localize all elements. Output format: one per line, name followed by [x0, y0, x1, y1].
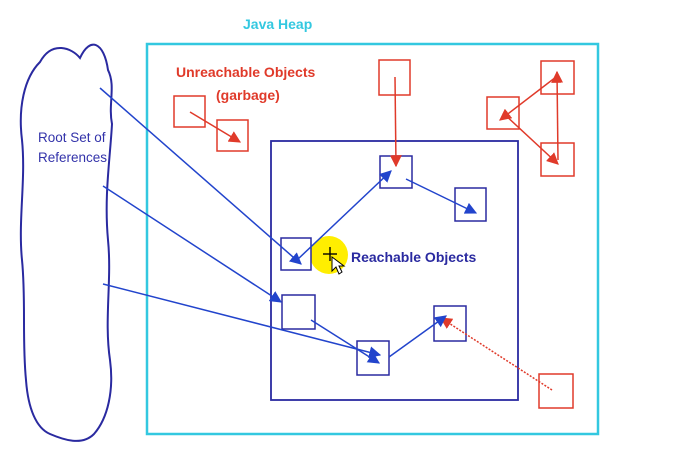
- garbage-arrow-7-to-reachable-5: [439, 317, 553, 391]
- garbage-object-7: [538, 373, 574, 409]
- reachable-arrow-6-to-5: [388, 315, 447, 358]
- root-arrow-to-reachable-3: [99, 87, 302, 265]
- root-set-cloud: [19, 43, 114, 442]
- root-set-label-line2: References: [38, 150, 107, 165]
- java-heap-boundary: [145, 42, 600, 436]
- garbage-arrow-4-to-5: [499, 76, 557, 121]
- reachable-arrow-1-to-2: [405, 178, 478, 214]
- garbage-arrow-1-to-2: [189, 111, 242, 143]
- reachable-objects-region: [270, 140, 519, 401]
- unreachable-label-line1: Unreachable Objects: [176, 64, 315, 80]
- root-arrow-to-reachable-6: [102, 283, 382, 359]
- garbage-object-2: [216, 119, 249, 152]
- garbage-arrow-6-to-4: [551, 70, 564, 161]
- garbage-arrow-5-to-6: [502, 112, 559, 165]
- java-heap-title: Java Heap: [243, 16, 312, 32]
- unreachable-label-line2: (garbage): [216, 87, 280, 103]
- reachable-objects-label: Reachable Objects: [351, 249, 476, 265]
- reachable-object-6: [356, 340, 390, 376]
- reachable-arrow-4-to-6: [310, 319, 381, 364]
- garbage-arrow-3-to-reachable-1: [389, 76, 402, 168]
- root-set-label-line1: Root Set of: [38, 130, 106, 145]
- reachable-object-5: [433, 305, 467, 342]
- garbage-object-1: [173, 95, 206, 128]
- root-arrow-to-reachable-4: [102, 185, 283, 303]
- reachable-arrow-3-to-1: [296, 170, 392, 261]
- reachable-object-3: [280, 237, 312, 271]
- reachable-object-4: [281, 294, 316, 330]
- cursor-icon: [323, 247, 346, 275]
